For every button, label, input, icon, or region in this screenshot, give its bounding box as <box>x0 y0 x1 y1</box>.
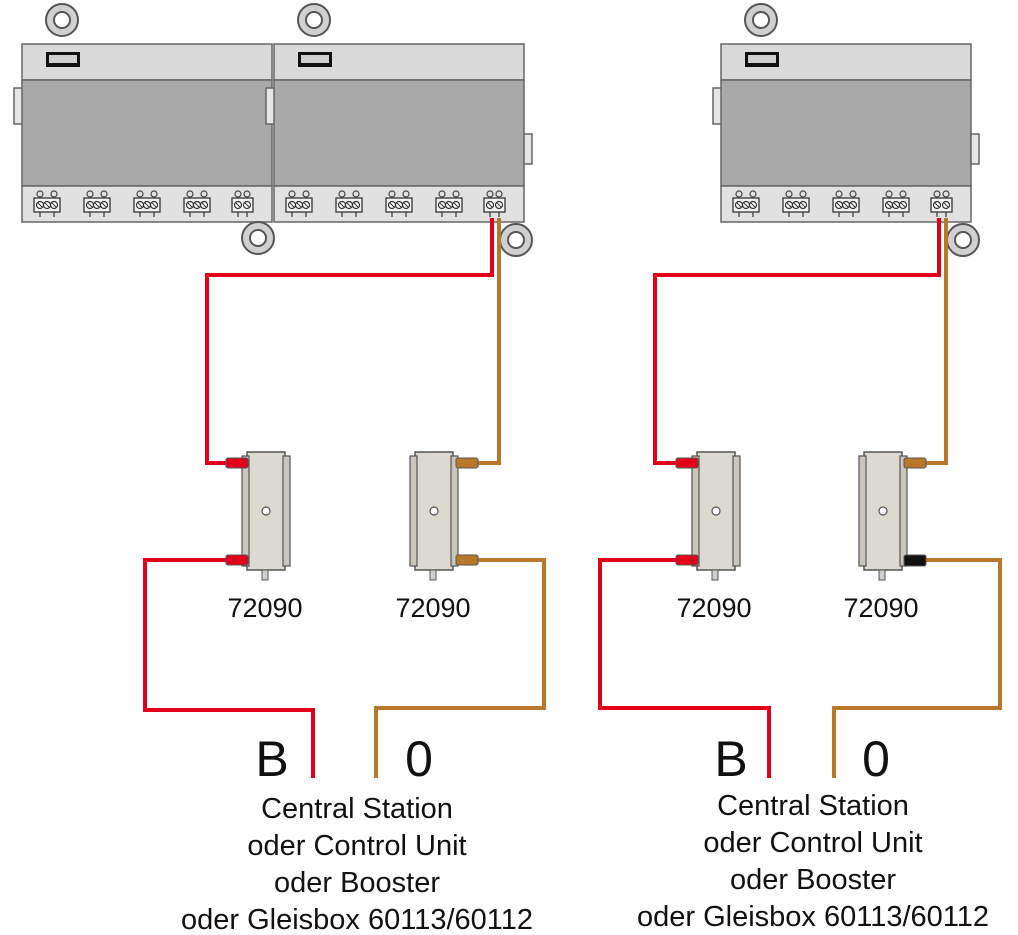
terminal-b-label: B <box>255 731 288 787</box>
wire-b <box>143 558 315 778</box>
caption-line: Central Station <box>261 793 453 825</box>
caption-line: oder Booster <box>274 867 440 899</box>
part-label: 72090 <box>843 593 918 623</box>
part-label: 72090 <box>676 593 751 623</box>
wire-0 <box>920 218 948 465</box>
caption-line: oder Gleisbox 60113/60112 <box>181 904 533 935</box>
part-label: 72090 <box>395 593 470 623</box>
caption-line: oder Gleisbox 60113/60112 <box>637 901 989 933</box>
part-label: 72090 <box>227 593 302 623</box>
caption-line: oder Control Unit <box>247 830 466 862</box>
caption-line: oder Control Unit <box>703 827 922 859</box>
wire-0 <box>374 558 546 778</box>
terminal-0-label: 0 <box>405 731 433 787</box>
mounting-ear-icon <box>241 221 275 255</box>
switch-module-72090 <box>691 451 741 581</box>
decoder-module <box>13 3 273 223</box>
decoder-module <box>712 3 980 223</box>
terminal-0-label: 0 <box>862 731 890 787</box>
wire-b <box>598 558 771 778</box>
wire-b <box>205 218 494 465</box>
mounting-ear-icon <box>499 223 533 257</box>
wire-0 <box>832 558 1002 778</box>
terminal-b-label: B <box>714 731 747 787</box>
switch-module-72090 <box>409 451 459 581</box>
caption-line: Central Station <box>717 790 909 822</box>
left-group: 72090 72090 B 0 Central Station oder Con… <box>13 3 546 935</box>
wire-0 <box>472 218 501 465</box>
wire-b <box>653 218 941 465</box>
switch-module-72090 <box>858 451 908 581</box>
switch-module-72090 <box>241 451 291 581</box>
right-group: 72090 72090 B 0 Central Station oder Con… <box>598 3 1002 933</box>
caption-line: oder Booster <box>730 864 896 896</box>
decoder-module <box>265 3 533 223</box>
mounting-ear-icon <box>946 223 980 257</box>
